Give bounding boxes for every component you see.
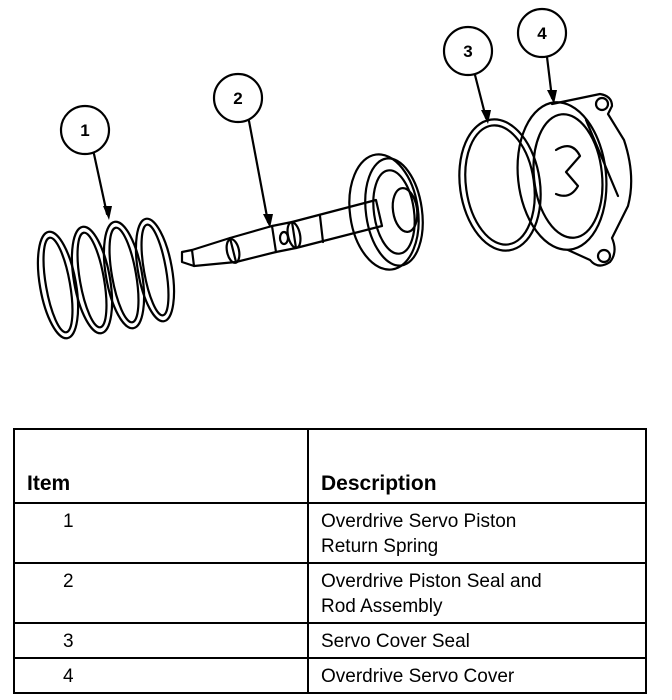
callout-2: 2 bbox=[212, 72, 273, 228]
table-header-row: Item Description bbox=[13, 428, 647, 504]
return-spring-drawing bbox=[36, 217, 176, 340]
svg-text:4: 4 bbox=[537, 24, 547, 43]
item-number: 2 bbox=[13, 562, 309, 624]
servo-cover-drawing bbox=[516, 92, 633, 267]
svg-text:3: 3 bbox=[463, 42, 472, 61]
table-row: 3 Servo Cover Seal bbox=[13, 622, 647, 659]
callout-3: 3 bbox=[442, 25, 494, 124]
callout-4: 4 bbox=[516, 7, 568, 104]
svg-text:2: 2 bbox=[233, 89, 242, 108]
table-row: 1 Overdrive Servo Piston Return Spring bbox=[13, 502, 647, 564]
item-description: Servo Cover Seal bbox=[307, 622, 647, 659]
item-number: 4 bbox=[13, 657, 309, 694]
description-line: Servo Cover Seal bbox=[321, 631, 470, 652]
item-number: 3 bbox=[13, 622, 309, 659]
item-description: Overdrive Piston Seal and Rod Assembly bbox=[307, 562, 647, 624]
description-line: Overdrive Servo Piston bbox=[321, 511, 517, 532]
svg-text:1: 1 bbox=[80, 121, 89, 140]
callout-1: 1 bbox=[59, 104, 112, 220]
description-column-header: Description bbox=[307, 428, 647, 504]
item-description: Overdrive Servo Cover bbox=[307, 657, 647, 694]
item-number: 1 bbox=[13, 502, 309, 564]
description-line: Return Spring bbox=[321, 536, 439, 557]
table-row: 4 Overdrive Servo Cover bbox=[13, 657, 647, 694]
exploded-parts-diagram: 1 2 3 4 bbox=[36, 7, 633, 340]
description-line: Overdrive Piston Seal and bbox=[321, 571, 542, 592]
item-column-header: Item bbox=[13, 428, 309, 504]
description-line: Overdrive Servo Cover bbox=[321, 666, 515, 687]
table-row: 2 Overdrive Piston Seal and Rod Assembly bbox=[13, 562, 647, 624]
parts-table: Item Description 1 Overdrive Servo Pisto… bbox=[13, 428, 647, 694]
piston-rod-assembly-drawing bbox=[180, 153, 424, 271]
description-line: Rod Assembly bbox=[321, 596, 443, 617]
item-description: Overdrive Servo Piston Return Spring bbox=[307, 502, 647, 564]
